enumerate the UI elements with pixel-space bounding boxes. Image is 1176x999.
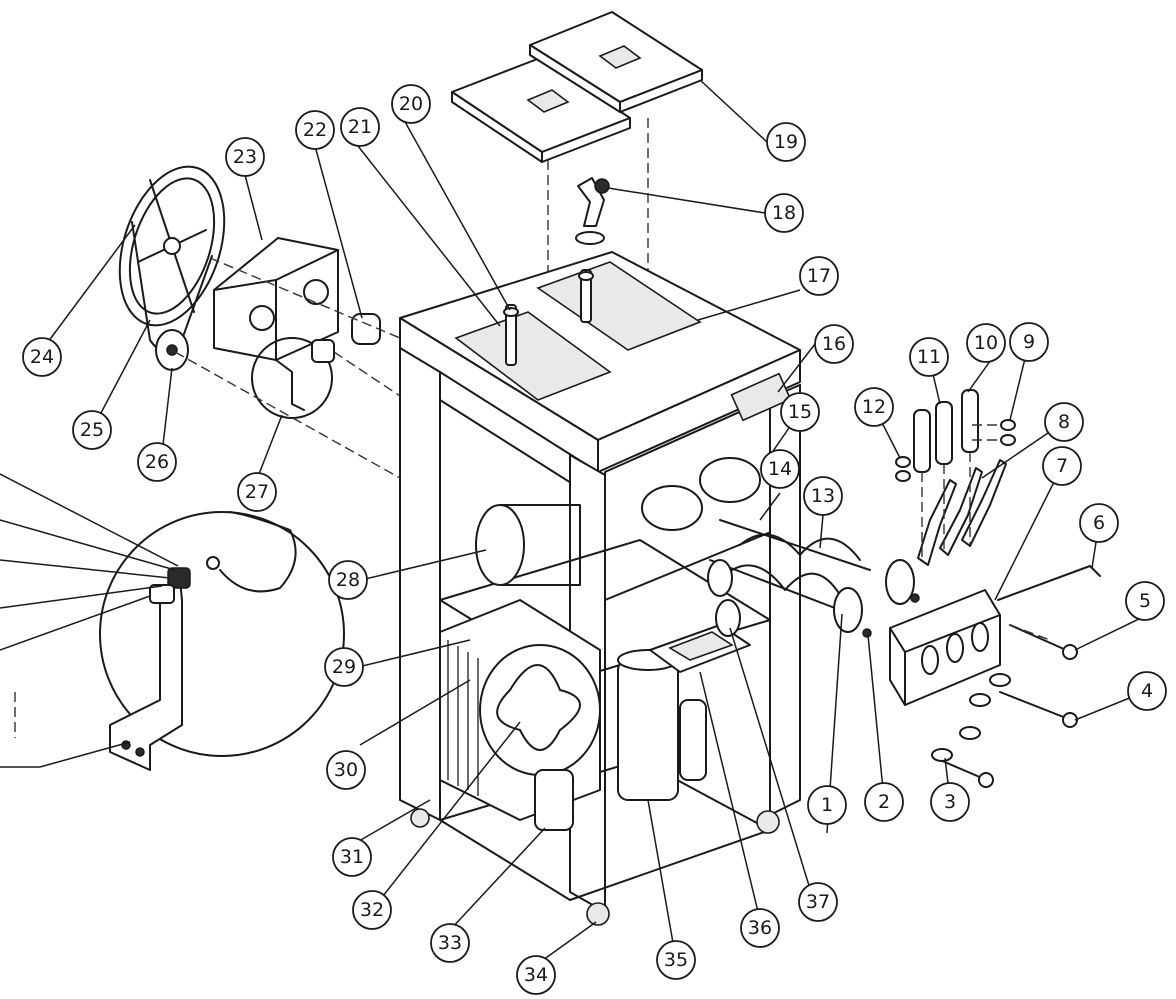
callout-16-label: 16 [822,333,846,355]
callout-7: 7 [1042,446,1082,486]
callout-14-label: 14 [768,458,792,480]
callout-34-label: 34 [524,964,548,986]
hopper-lids [451,11,703,163]
callout-33-label: 33 [438,932,462,954]
door-assembly [707,389,1101,788]
callout-20-label: 20 [399,93,423,115]
callout-18: 18 [764,193,804,233]
callout-4-label: 4 [1141,680,1153,702]
callout-12: 12 [854,387,894,427]
callout-26: 26 [137,442,177,482]
callout-36: 36 [740,908,780,948]
callout-22: 22 [295,110,335,150]
casters [410,808,780,926]
callout-2: 2 [864,782,904,822]
callout-24: 24 [22,337,62,377]
callout-5-label: 5 [1139,590,1151,612]
callout-30-label: 30 [334,759,358,781]
top-parts [503,177,610,366]
callout-6: 6 [1079,503,1119,543]
callout-9: 9 [1009,322,1049,362]
callout-7-label: 7 [1056,455,1068,477]
callout-3: 3 [930,782,970,822]
callout-27: 27 [237,472,277,512]
callout-23: 23 [225,137,265,177]
callout-2-label: 2 [878,791,890,813]
callout-21-label: 21 [348,116,372,138]
callout-11-label: 11 [917,346,941,368]
callout-19: 19 [766,122,806,162]
callout-27-label: 27 [245,481,269,503]
internal-components [439,504,751,831]
callout-25: 25 [72,410,112,450]
callout-18-label: 18 [772,202,796,224]
callout-35: 35 [656,940,696,980]
callout-28-label: 28 [336,569,360,591]
callout-3-label: 3 [944,791,956,813]
callout-8-label: 8 [1058,411,1070,433]
callout-16: 16 [814,324,854,364]
callout-25-label: 25 [80,419,104,441]
callout-29: 29 [324,647,364,687]
callout-29-label: 29 [332,656,356,678]
callout-33: 33 [430,923,470,963]
callout-19-label: 19 [774,131,798,153]
callout-11: 11 [909,337,949,377]
callout-34: 34 [516,955,556,995]
callout-20: 20 [391,84,431,124]
callout-31-label: 31 [340,846,364,868]
callout-14: 14 [760,449,800,489]
callout-28: 28 [328,560,368,600]
detail-zoom-27 [0,473,345,771]
callout-37: 37 [798,882,838,922]
drive-assembly [118,165,381,419]
callout-37-label: 37 [806,891,830,913]
machine-cabinet [399,251,801,913]
callout-10-label: 10 [974,332,998,354]
callout-17-label: 17 [807,265,831,287]
callout-15: 15 [780,392,820,432]
callout-4: 4 [1127,671,1167,711]
callout-5: 5 [1125,581,1165,621]
callout-23-label: 23 [233,146,257,168]
callout-15-label: 15 [788,401,812,423]
callout-12-label: 12 [862,396,886,418]
callout-1: 1 [807,785,847,825]
callout-1-label: 1 [821,794,833,816]
callout-21: 21 [340,107,380,147]
callout-30: 30 [326,750,366,790]
callout-32-label: 32 [360,899,384,921]
callout-32: 32 [352,890,392,930]
callout-badges: 1 2 3 4 5 6 7 8 9 10 11 12 13 14 15 16 1… [22,84,1167,995]
callout-35-label: 35 [664,949,688,971]
callout-31: 31 [332,837,372,877]
callout-24-label: 24 [30,346,54,368]
callout-8: 8 [1044,402,1084,442]
callout-13-label: 13 [811,485,835,507]
callout-26-label: 26 [145,451,169,473]
callout-22-label: 22 [303,119,327,141]
callout-9-label: 9 [1023,331,1035,353]
callout-10: 10 [966,323,1006,363]
callout-17: 17 [799,256,839,296]
callout-36-label: 36 [748,917,772,939]
callout-6-label: 6 [1093,512,1105,534]
callout-13: 13 [803,476,843,516]
